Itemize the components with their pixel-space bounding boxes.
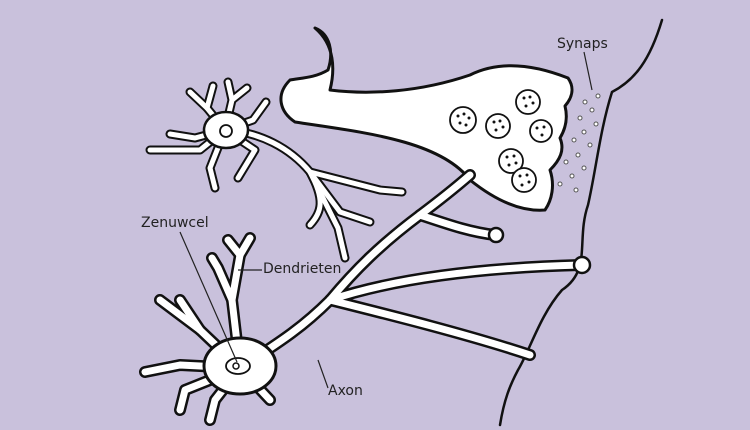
label-axon: Axon [328,383,363,399]
neurotransmitters [557,93,601,193]
background-neuron [145,77,407,263]
label-synaps: Synaps [557,36,608,52]
label-dendrieten: Dendrieten [263,261,342,277]
receiving-cell-outline [498,18,664,427]
main-neuron [139,169,592,426]
label-zenuwcel: Zenuwcel [141,215,209,231]
leader-lines [179,51,593,389]
axon-terminal [279,26,574,212]
